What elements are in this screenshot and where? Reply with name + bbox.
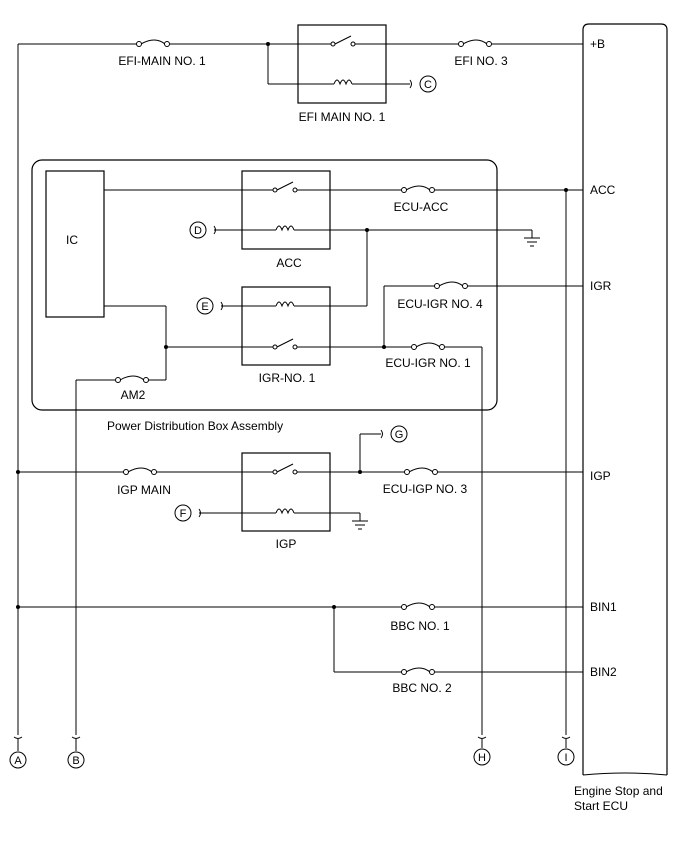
fuse-bbc-no1-label: BBC NO. 1 bbox=[390, 619, 450, 633]
connector-d bbox=[189, 221, 207, 239]
relay-efi-main-no1-label: EFI MAIN NO. 1 bbox=[299, 110, 386, 124]
fuse-efi-no3-label: EFI NO. 3 bbox=[454, 54, 508, 68]
fuse-ecu-igp-no3-label: ECU-IGP NO. 3 bbox=[383, 482, 468, 496]
terminal-igr: IGR bbox=[590, 279, 612, 293]
bin-circuit bbox=[16, 602, 583, 675]
engine-stop-start-ecu: Engine Stop and Start ECU bbox=[574, 23, 668, 813]
fuse-ecu-igr-no4-label: ECU-IGR NO. 4 bbox=[397, 297, 483, 311]
igr-circuit: E bbox=[75, 230, 583, 735]
fuse-ecu-acc-label: ECU-ACC bbox=[394, 200, 449, 214]
connector-h bbox=[473, 748, 491, 766]
connector-f bbox=[174, 504, 192, 522]
relay-igp-label: IGP bbox=[276, 537, 297, 551]
relay-igr-no1-label: IGR-NO. 1 bbox=[259, 371, 316, 385]
relay-igp bbox=[241, 452, 331, 532]
connector-e-label: E bbox=[201, 301, 208, 313]
connector-b-label: B bbox=[72, 755, 79, 767]
relay-efi-main-no1 bbox=[297, 24, 387, 104]
connector-b bbox=[67, 751, 85, 769]
fuse-ecu-igr-no1-label: ECU-IGR NO. 1 bbox=[385, 356, 471, 370]
ic-label: IC bbox=[66, 233, 78, 247]
acc-circuit: D bbox=[104, 170, 583, 250]
ecu-name-line2: Start ECU bbox=[574, 799, 628, 813]
terminal-plus-b: +B bbox=[590, 37, 605, 51]
fuse-am2-label: AM2 bbox=[121, 388, 146, 402]
plus-b-circuit: C bbox=[18, 24, 583, 104]
ic-block bbox=[45, 170, 105, 318]
connector-f-label: F bbox=[180, 508, 187, 520]
connector-a-label: A bbox=[14, 755, 22, 767]
terminal-acc: ACC bbox=[590, 183, 616, 197]
connector-c bbox=[419, 75, 437, 93]
connector-g bbox=[390, 425, 408, 443]
terminal-bin1: BIN1 bbox=[590, 600, 617, 614]
fuse-bbc-no2-label: BBC NO. 2 bbox=[392, 681, 452, 695]
connector-a bbox=[9, 751, 27, 769]
power-distribution-box-label: Power Distribution Box Assembly bbox=[107, 419, 283, 433]
relay-igr-no1 bbox=[241, 286, 331, 366]
bottom-connectors: A B H I bbox=[9, 44, 575, 769]
connector-i-label: I bbox=[564, 752, 567, 764]
connector-i bbox=[557, 748, 575, 766]
connector-d-label: D bbox=[194, 225, 202, 237]
relay-acc bbox=[241, 170, 331, 250]
ecu-name-line1: Engine Stop and bbox=[574, 784, 663, 798]
igp-circuit: G F bbox=[16, 425, 583, 532]
connector-h-label: H bbox=[478, 752, 486, 764]
power-distribution-box bbox=[31, 159, 498, 411]
fuse-efi-main-no1-label: EFI-MAIN NO. 1 bbox=[118, 54, 206, 68]
connector-g-label: G bbox=[395, 429, 404, 441]
terminal-igp: IGP bbox=[590, 469, 611, 483]
fuse-igp-main-label: IGP MAIN bbox=[117, 483, 171, 497]
terminal-bin2: BIN2 bbox=[590, 665, 617, 679]
connector-c-label: C bbox=[424, 79, 432, 91]
relay-acc-label: ACC bbox=[276, 256, 302, 270]
connector-e bbox=[196, 297, 214, 315]
